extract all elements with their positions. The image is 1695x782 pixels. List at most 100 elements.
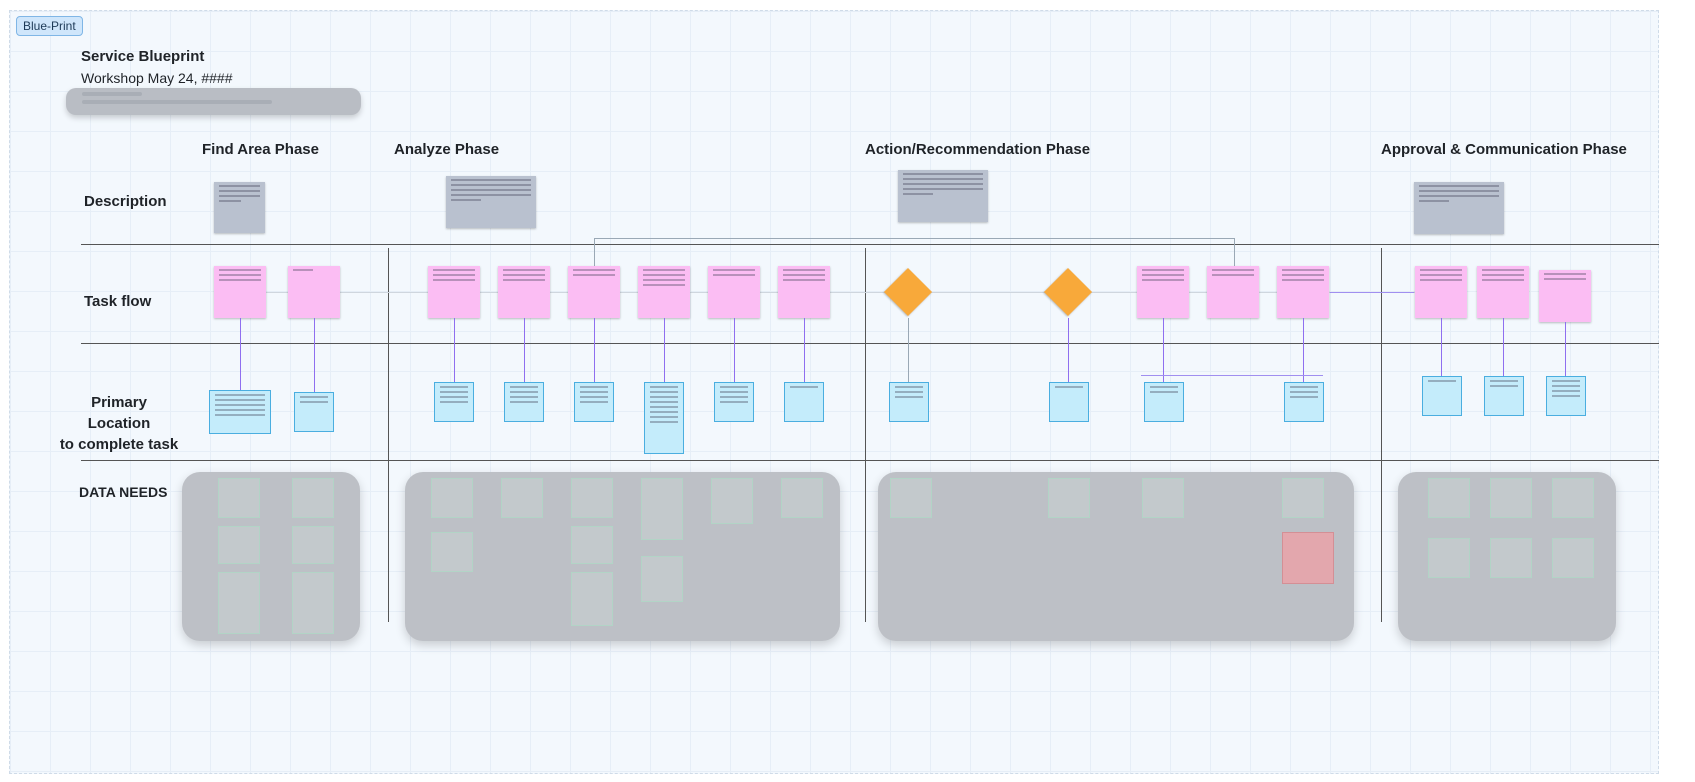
ghost-note	[1048, 478, 1090, 518]
row-label-task-flow: Task flow	[84, 293, 152, 310]
ghost-note	[781, 478, 823, 518]
description-note[interactable]	[1414, 182, 1504, 234]
task-note[interactable]	[568, 266, 620, 318]
flow-connector	[240, 318, 241, 390]
ghost-note	[1552, 478, 1594, 518]
location-box[interactable]	[209, 390, 271, 434]
ghost-note	[218, 526, 260, 564]
flow-connector	[804, 318, 805, 382]
blueprint-title: Service Blueprint	[81, 48, 205, 65]
location-box[interactable]	[1546, 376, 1586, 416]
task-note[interactable]	[498, 266, 550, 318]
location-box[interactable]	[504, 382, 544, 422]
ghost-note	[711, 478, 753, 524]
location-box[interactable]	[294, 392, 334, 432]
task-flow-arrow	[1330, 292, 1414, 293]
ghost-note	[1428, 538, 1470, 578]
task-note[interactable]	[1539, 270, 1591, 322]
task-note[interactable]	[638, 266, 690, 318]
description-note[interactable]	[446, 176, 536, 228]
location-box[interactable]	[1144, 382, 1184, 422]
data-needs-blurred-panel	[1398, 472, 1616, 641]
ghost-note	[218, 572, 260, 634]
loop-back-line	[594, 238, 595, 266]
task-note[interactable]	[1277, 266, 1329, 318]
location-box[interactable]	[1049, 382, 1089, 422]
row-label-data-needs: DATA NEEDS	[79, 484, 168, 500]
phase-analyze: Analyze Phase	[394, 141, 500, 158]
phase-find-area: Find Area Phase	[202, 141, 319, 158]
ghost-note	[431, 532, 473, 572]
data-needs-blurred-panel	[405, 472, 840, 641]
phase-approval-communication: Approval & Communication Phase	[1381, 141, 1627, 158]
loop-back-line	[594, 238, 1234, 239]
lane-divider	[81, 460, 1659, 461]
flow-connector	[524, 318, 525, 382]
ghost-note	[1490, 478, 1532, 518]
ghost-note	[641, 478, 683, 540]
flow-connector	[314, 318, 315, 392]
loop-back-line	[1234, 238, 1235, 266]
row-label-primary-location: Primary Location to complete task	[59, 394, 179, 453]
phase-divider	[388, 248, 389, 622]
ghost-note	[1428, 478, 1470, 518]
data-needs-blurred-panel	[878, 472, 1354, 641]
whiteboard-canvas	[9, 10, 1659, 774]
ghost-note	[1490, 538, 1532, 578]
lane-divider	[81, 343, 1659, 344]
location-box[interactable]	[714, 382, 754, 422]
task-note[interactable]	[1415, 266, 1467, 318]
ghost-note	[641, 556, 683, 602]
ghost-note	[1282, 478, 1324, 518]
location-box[interactable]	[574, 382, 614, 422]
task-note[interactable]	[1137, 266, 1189, 318]
phase-divider	[1381, 248, 1382, 622]
task-flow-line	[266, 292, 1416, 293]
task-note[interactable]	[1207, 266, 1259, 318]
blueprint-subtitle: Workshop May 24, ####	[81, 70, 233, 86]
flow-connector	[454, 318, 455, 382]
location-box[interactable]	[889, 382, 929, 422]
ghost-note	[218, 478, 260, 518]
location-box[interactable]	[1484, 376, 1524, 416]
task-note[interactable]	[288, 266, 340, 318]
data-needs-blurred-panel	[182, 472, 360, 641]
automation-link	[1141, 375, 1323, 376]
description-note[interactable]	[898, 170, 988, 222]
task-note[interactable]	[708, 266, 760, 318]
ghost-note	[1552, 538, 1594, 578]
ghost-note	[292, 478, 334, 518]
location-box[interactable]	[434, 382, 474, 422]
flow-connector	[734, 318, 735, 382]
flow-connector	[1068, 318, 1069, 382]
ghost-note	[292, 572, 334, 634]
row-label-description: Description	[84, 193, 167, 210]
location-box[interactable]	[1284, 382, 1324, 422]
ghost-note	[571, 526, 613, 564]
flow-connector	[1441, 318, 1442, 376]
ghost-note	[571, 572, 613, 626]
ghost-note	[1282, 532, 1334, 584]
ghost-note	[292, 526, 334, 564]
task-note[interactable]	[778, 266, 830, 318]
location-box[interactable]	[1422, 376, 1462, 416]
location-box[interactable]	[784, 382, 824, 422]
blueprint-tag[interactable]: Blue-Print	[16, 16, 83, 36]
flow-connector	[1163, 318, 1164, 382]
ghost-note	[1142, 478, 1184, 518]
location-box[interactable]	[644, 382, 684, 454]
flow-connector	[594, 318, 595, 382]
flow-connector	[908, 318, 909, 382]
phase-divider	[865, 248, 866, 622]
ghost-note	[501, 478, 543, 518]
participants-blurred-panel	[66, 88, 361, 115]
flow-connector	[664, 318, 665, 382]
ghost-note	[890, 478, 932, 518]
description-note[interactable]	[214, 182, 265, 233]
flow-connector	[1565, 322, 1566, 376]
ghost-note	[571, 478, 613, 518]
task-note[interactable]	[214, 266, 266, 318]
flow-connector	[1503, 318, 1504, 376]
task-note[interactable]	[428, 266, 480, 318]
task-note[interactable]	[1477, 266, 1529, 318]
